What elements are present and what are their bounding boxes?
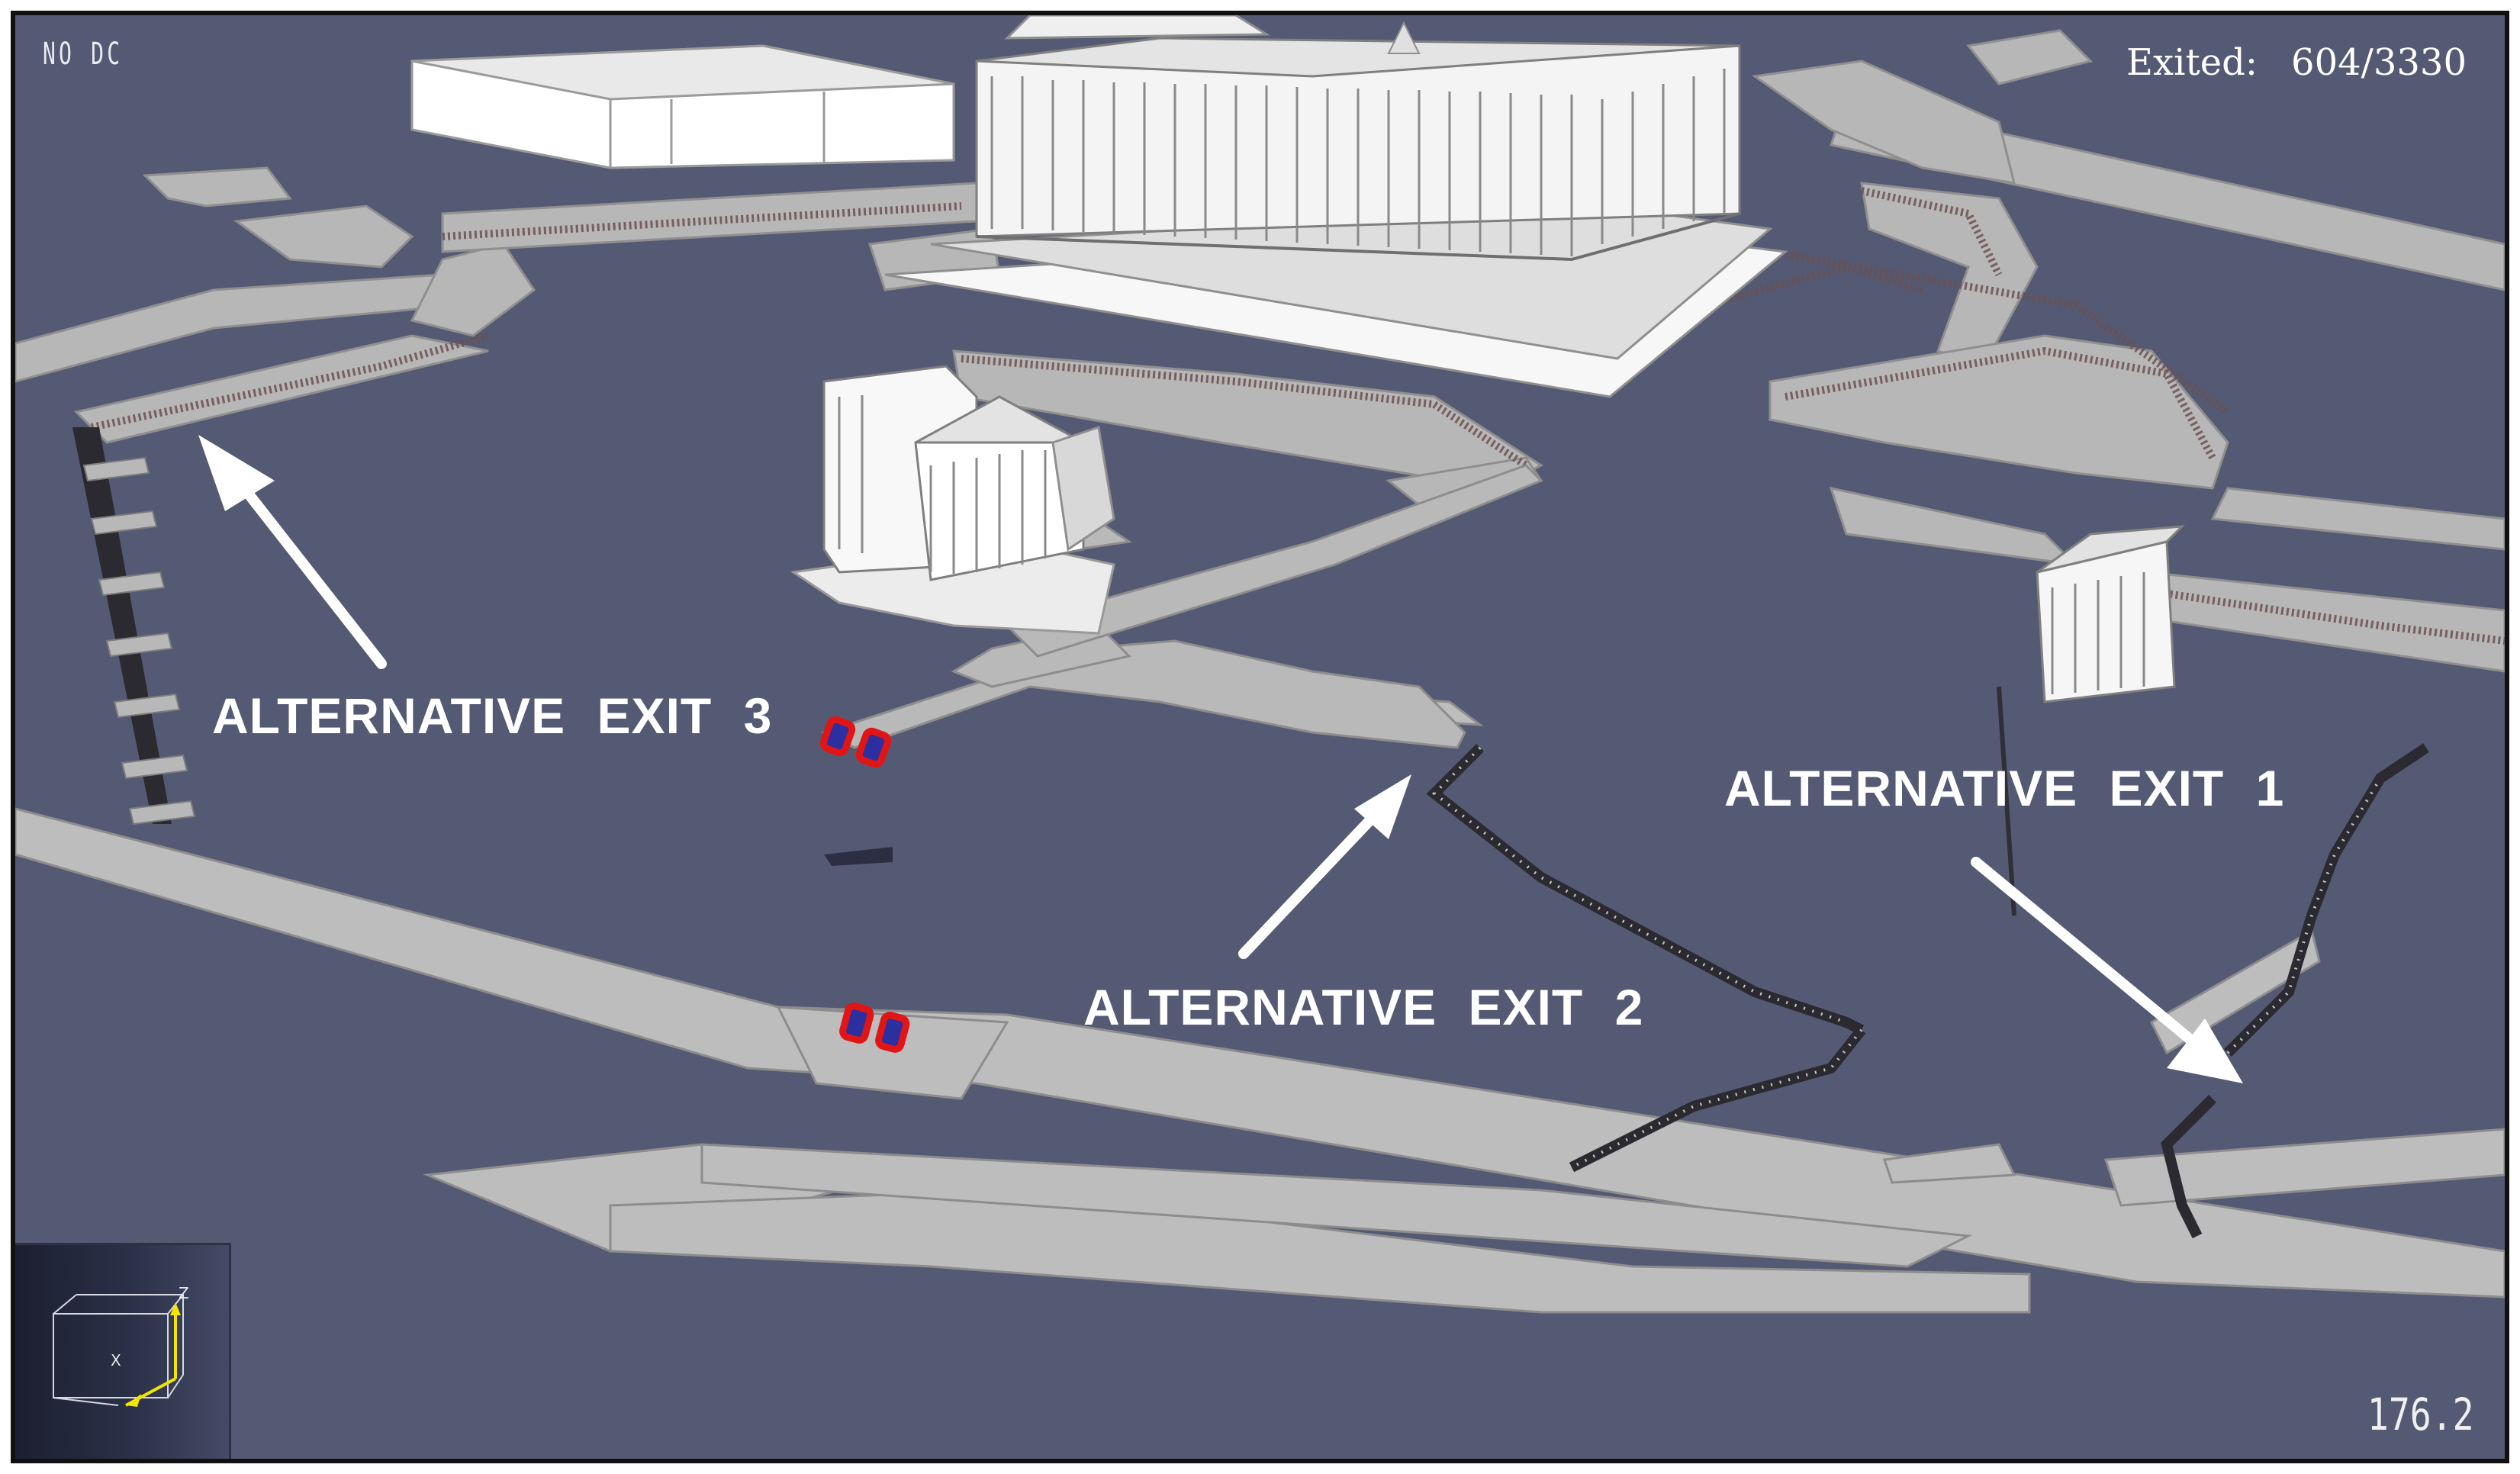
axis-gizmo-icon: Z X xyxy=(53,1284,189,1407)
exit-marker-icon xyxy=(875,1012,910,1053)
mode-indicator: NO DC xyxy=(43,37,124,72)
axis-x-label: X xyxy=(111,1351,121,1369)
exited-count: 604/3330 xyxy=(2291,41,2467,84)
lower-walkways xyxy=(15,685,2505,1314)
exit-label-3: ALTERNATIVE EXIT 3 xyxy=(212,687,773,744)
arrow-icon xyxy=(1354,774,1411,839)
acropolis-3d-scene xyxy=(15,15,2505,1314)
exited-counter: Exited: 604/3330 xyxy=(2126,41,2467,84)
stair-hatch xyxy=(1431,746,2382,1169)
upper-walkways xyxy=(15,29,2505,673)
axis-gizmo[interactable]: Z X xyxy=(15,1243,231,1459)
arrow-icon xyxy=(198,435,275,511)
arrow-heads xyxy=(198,435,2243,1083)
exit-marker-icon xyxy=(839,1003,874,1044)
arrow-icon xyxy=(1971,857,2203,1051)
crowd-strips xyxy=(90,187,2505,645)
exit-arrows xyxy=(239,483,2203,1051)
exit-label-2: ALTERNATIVE EXIT 2 xyxy=(1083,979,1644,1035)
parthenon xyxy=(884,15,1788,398)
exit-label-1: ALTERNATIVE EXIT 1 xyxy=(1724,760,2285,816)
exit-marker-icon xyxy=(819,716,856,757)
small-temple xyxy=(1997,525,2185,916)
museum-building xyxy=(410,44,955,169)
exited-label: Exited: xyxy=(2126,41,2258,84)
simulation-time: 176.2 xyxy=(2367,1389,2474,1440)
exit-marker-icon xyxy=(855,727,892,768)
arrow-icon xyxy=(239,483,387,669)
axis-z-label: Z xyxy=(179,1284,189,1302)
exit-markers xyxy=(819,716,910,1053)
erechtheion xyxy=(790,365,1115,635)
simulation-viewport[interactable]: NO DC Exited: 604/3330 176.2 ALTERNATIVE… xyxy=(11,11,2509,1463)
arrow-icon xyxy=(2167,1019,2243,1083)
left-stairs xyxy=(72,427,196,826)
ground-patch xyxy=(824,847,893,866)
arrow-icon xyxy=(1238,803,1386,959)
